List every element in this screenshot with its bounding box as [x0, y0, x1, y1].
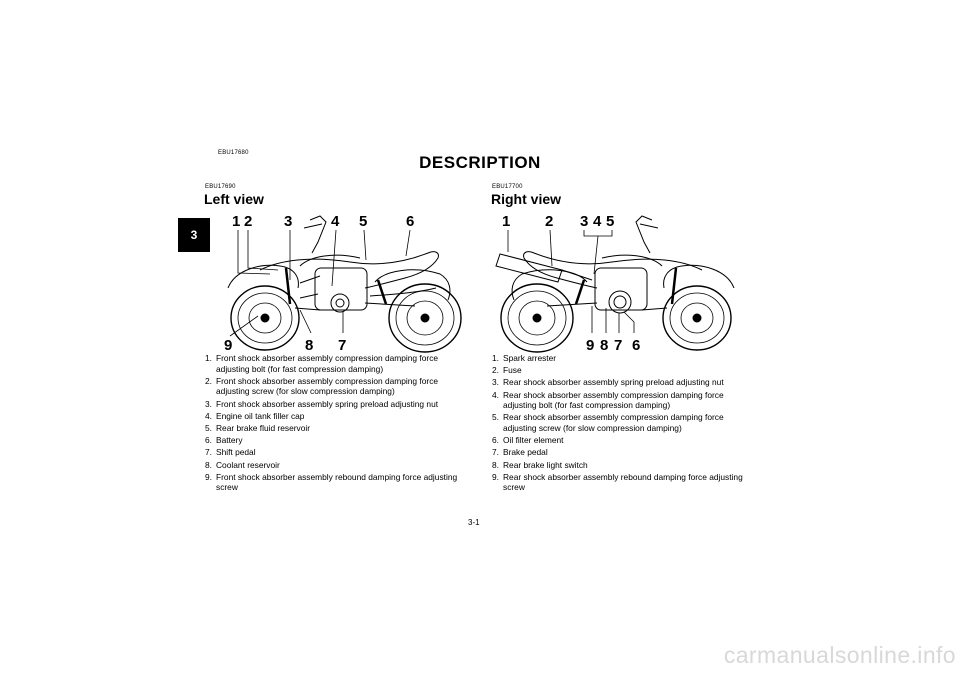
- right-callout-3: 3: [580, 213, 588, 230]
- left-view-code: EBU17690: [205, 184, 236, 190]
- left-callout-3: 3: [284, 213, 292, 230]
- list-item: 4.Engine oil tank filler cap: [205, 410, 305, 421]
- right-callout-5: 5: [606, 213, 614, 230]
- doc-code-main: EBU17680: [218, 150, 249, 156]
- left-callout-2: 2: [244, 213, 252, 230]
- right-callout-4: 4: [593, 213, 602, 230]
- left-callout-8: 8: [305, 337, 313, 353]
- left-callout-1: 1: [232, 213, 240, 230]
- left-callout-9: 9: [224, 337, 232, 353]
- list-item: 9.Front shock absorber assembly rebound …: [205, 471, 458, 493]
- list-item: 2.Front shock absorber assembly compress…: [205, 375, 439, 397]
- list-item: 1.Front shock absorber assembly compress…: [205, 353, 439, 374]
- left-callout-4: 4: [331, 213, 340, 230]
- list-item: 4.Rear shock absorber assembly compressi…: [492, 389, 724, 411]
- right-callout-6: 6: [632, 337, 640, 353]
- right-view-illustration: 1 2 3 4 5 6 7 8 9: [492, 208, 762, 353]
- right-callout-9: 9: [586, 337, 594, 353]
- list-item: 7.Brake pedal: [492, 447, 548, 458]
- list-item: 5.Rear brake fluid reservoir: [205, 422, 311, 433]
- left-callout-6: 6: [406, 213, 414, 230]
- list-item: 3.Rear shock absorber assembly spring pr…: [492, 377, 724, 388]
- list-item: 1.Spark arrester: [492, 353, 557, 363]
- list-item: 6.Battery: [205, 435, 243, 446]
- list-item: 9.Rear shock absorber assembly rebound d…: [492, 471, 743, 493]
- list-item: 6.Oil filter element: [492, 435, 564, 446]
- right-callout-1: 1: [502, 213, 510, 230]
- right-callout-7: 7: [614, 337, 622, 353]
- left-view-heading: Left view: [204, 191, 264, 207]
- right-view-legend: 1.Spark arrester 2.Fuse 3.Rear shock abs…: [492, 353, 744, 494]
- right-callout-8: 8: [600, 337, 608, 353]
- right-view-code: EBU17700: [492, 184, 523, 190]
- list-item: 3.Front shock absorber assembly spring p…: [205, 398, 439, 409]
- list-item: 5.Rear shock absorber assembly compressi…: [492, 412, 724, 433]
- list-item: 2.Fuse: [492, 365, 522, 376]
- page-title: DESCRIPTION: [419, 153, 541, 172]
- list-item: 8.Coolant reservoir: [205, 459, 280, 470]
- chapter-tab: 3: [178, 218, 210, 252]
- list-item: 7.Shift pedal: [205, 447, 256, 458]
- left-view-legend: 1.Front shock absorber assembly compress…: [205, 353, 463, 494]
- left-callout-5: 5: [359, 213, 367, 230]
- left-callout-7: 7: [338, 337, 346, 353]
- right-view-heading: Right view: [491, 191, 562, 207]
- list-item: 8.Rear brake light switch: [492, 459, 588, 470]
- watermark[interactable]: carmanualsonline.info: [723, 642, 956, 668]
- right-callout-2: 2: [545, 213, 553, 230]
- page-number: 3-1: [468, 518, 480, 527]
- left-view-illustration: 1 2 3 4 5 6 7 8 9: [200, 208, 470, 353]
